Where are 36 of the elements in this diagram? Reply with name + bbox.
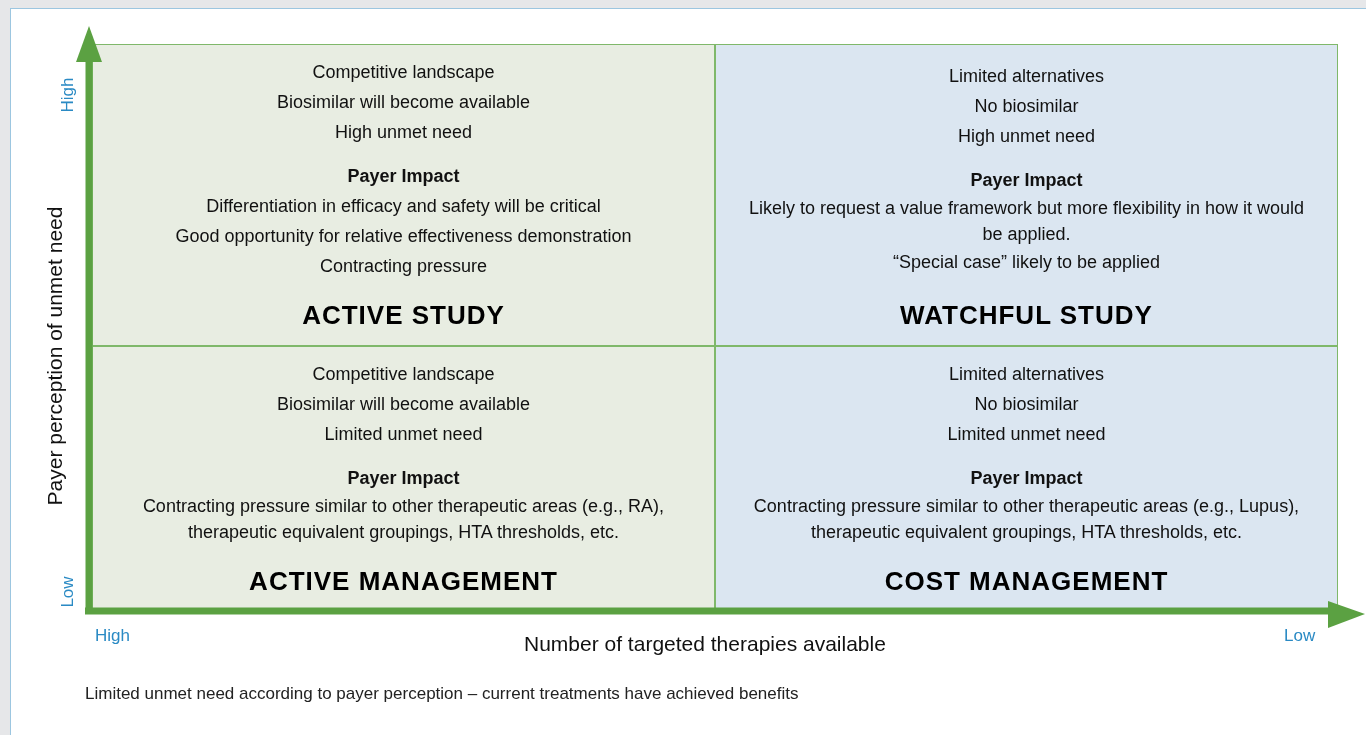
quadrant-text: Differentiation in efficacy and safety will be critical [206, 195, 601, 218]
axis-end-label: High [95, 626, 130, 646]
axis-end-label: Low [58, 576, 78, 608]
quadrant-text: No biosimilar [974, 95, 1079, 118]
quadrant-text: Competitive landscape [312, 363, 495, 386]
axis-title: Number of targeted therapies available [524, 632, 886, 656]
quadrant-text: Limited unmet need [324, 423, 483, 446]
caption: Limited unmet need according to payer perception – current treatments have achieved benefits [85, 684, 799, 704]
axis-end-label: Low [1284, 626, 1316, 646]
section-heading: Payer Impact [347, 467, 460, 490]
quadrant-text: High unmet need [334, 121, 473, 144]
quadrant-text: Good opportunity for relative effectiveness demonstration [175, 225, 632, 248]
quadrant-text: “Special case” likely to be applied [892, 251, 1161, 274]
quadrant-panel [92, 44, 715, 346]
quadrant-text: Limited alternatives [948, 363, 1105, 386]
quadrant-text: Limited alternatives [948, 65, 1105, 88]
quadrant-title: WATCHFUL STUDY [900, 300, 1153, 331]
quadrant-panel [715, 44, 1338, 346]
quadrant-text: No biosimilar [974, 393, 1079, 416]
section-heading: Payer Impact [970, 467, 1083, 490]
quadrant-text: High unmet need [957, 125, 1096, 148]
quadrant-text: Contracting pressure similar to other therapeutic areas (e.g., Lupus), therapeutic equivalent groupings, HTA thresholds, etc. [752, 495, 1301, 544]
quadrant-text: Competitive landscape [312, 61, 495, 84]
quadrant-title: COST MANAGEMENT [884, 566, 1169, 597]
axis-title: Payer perception of unmet need [43, 206, 67, 506]
quadrant-text: Contracting pressure [319, 255, 488, 278]
section-heading: Payer Impact [347, 165, 460, 188]
quadrant-title: ACTIVE STUDY [302, 300, 505, 331]
quadrant-text: Biosimilar will become available [276, 91, 531, 114]
axis-end-label: High [58, 77, 78, 113]
quadrant-text: Biosimilar will become available [276, 393, 531, 416]
section-heading: Payer Impact [970, 169, 1083, 192]
quadrant-text: Limited unmet need [947, 423, 1106, 446]
quadrant-text: Contracting pressure similar to other therapeutic areas (e.g., RA), therapeutic equivalent groupings, HTA thresholds, etc. [141, 495, 666, 544]
quadrant-title: ACTIVE MANAGEMENT [249, 566, 558, 597]
quadrant-text: Likely to request a value framework but more flexibility in how it would be applied. [747, 197, 1306, 246]
